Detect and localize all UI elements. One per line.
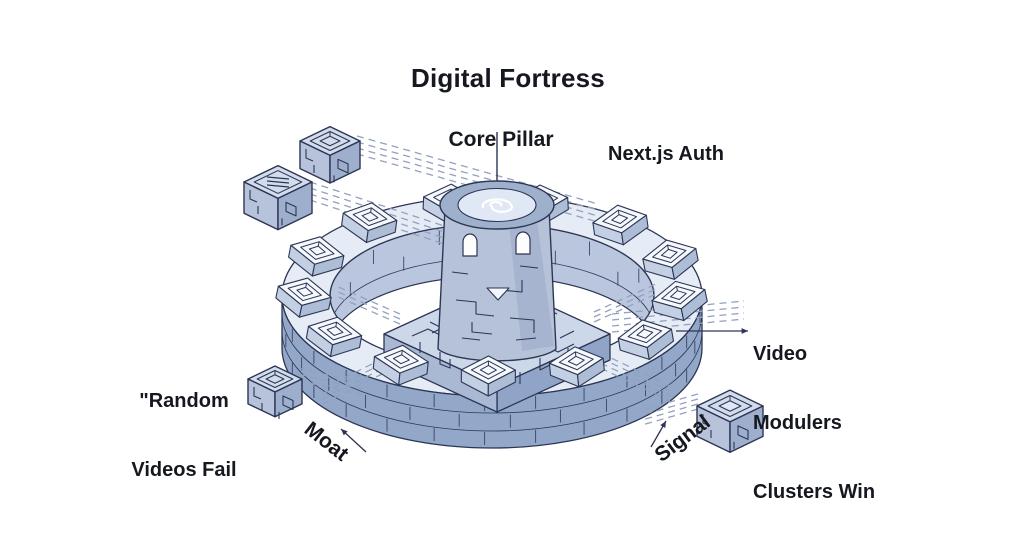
cube-left-icon (243, 164, 313, 231)
wall-tiles-front (305, 316, 675, 397)
label-random-videos: "Random Videos Fail (84, 344, 284, 528)
cube-bottom-left-icon (247, 365, 303, 419)
label-core-pillar: Core Pillar (448, 128, 554, 151)
pointer-arrows (340, 328, 748, 453)
label-video-modulers: Video Modulers Clusters Win (753, 297, 875, 550)
label-nextjs-auth: Next.js Auth (608, 143, 724, 165)
label-random-line1: "Random (139, 390, 229, 412)
data-cubes (243, 125, 764, 453)
cube-bottom-right-icon (696, 389, 764, 453)
label-random-line2: Videos Fail (131, 459, 237, 481)
label-video-line1: Video (753, 343, 808, 365)
cube-top-left-icon (299, 125, 361, 184)
diagram-title: Digital Fortress (411, 63, 605, 93)
core-pillar-tower-icon (437, 132, 557, 362)
label-video-line2: Modulers (753, 412, 842, 434)
label-video-line3: Clusters Win (753, 481, 876, 503)
